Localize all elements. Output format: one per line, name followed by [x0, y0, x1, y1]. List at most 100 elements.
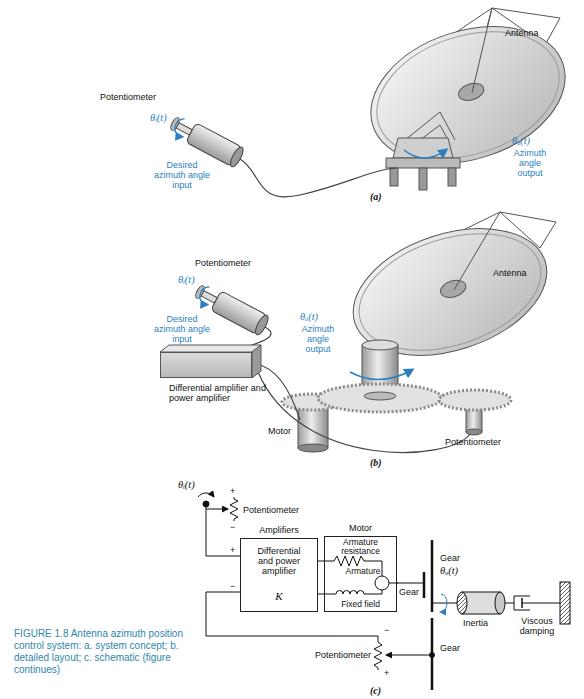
- part-label: Antenna: [505, 28, 539, 38]
- motor-shaft: [397, 583, 424, 584]
- amplifier-block: AmplifiersDifferential and power amplifi…: [240, 538, 318, 612]
- part-label: Potentiometer: [243, 505, 299, 515]
- component-label: Armature: [343, 566, 383, 576]
- inertia-body: [462, 592, 500, 614]
- wiper: [206, 509, 228, 510]
- damper-rod: [505, 603, 514, 604]
- feed-strut: [545, 18, 560, 45]
- motor-base: [298, 444, 328, 452]
- inertia-face: [457, 592, 467, 614]
- mount-top: [362, 340, 398, 350]
- rotation-arrow: [404, 150, 446, 158]
- wall: [560, 582, 570, 624]
- rotation-arrow: [198, 493, 214, 497]
- angle-symbol: θᵢ(t): [178, 274, 195, 285]
- resistor-symbol: [230, 497, 238, 521]
- part-label: Inertia: [463, 618, 488, 628]
- pedestal: [393, 138, 453, 158]
- wiper: [386, 655, 432, 656]
- panel-letter: (b): [370, 458, 382, 468]
- load-shaft: [432, 603, 460, 604]
- block-heading: Motor: [324, 523, 397, 533]
- feed-strut: [454, 212, 500, 290]
- pedestal-leg: [419, 168, 427, 190]
- dish-truss: [405, 112, 455, 140]
- gear: [439, 390, 511, 410]
- signal-label: Azimuth angle output: [296, 324, 340, 354]
- feed-strut: [472, 8, 492, 93]
- polarity-sign: −: [230, 522, 235, 532]
- polarity-sign: −: [384, 625, 389, 635]
- motor-block: [389, 583, 398, 584]
- feed-strut: [500, 212, 556, 222]
- dish-hub: [438, 277, 468, 300]
- angle-symbol: θₒ(t): [300, 311, 318, 322]
- motor-block: [324, 556, 382, 576]
- part-label: Potentiometer: [305, 650, 371, 660]
- dish-hub: [456, 80, 486, 103]
- polarity-sign: +: [230, 545, 235, 555]
- part-label: Gear: [440, 553, 460, 563]
- motor-block: [324, 590, 382, 594]
- signal-label: Azimuth angle output: [508, 148, 552, 178]
- gear-hub: [364, 392, 396, 400]
- part-label: Potentiometer: [195, 258, 251, 268]
- polarity-sign: −: [230, 581, 235, 591]
- pot-cap: [228, 145, 245, 168]
- amplifier-box: [160, 352, 252, 378]
- panel-letter: (c): [370, 686, 381, 696]
- part-label: Gear: [399, 587, 419, 597]
- component-label: Armature resistance: [330, 538, 391, 556]
- gear: [318, 384, 442, 412]
- angle-symbol: θₒ(t): [512, 135, 530, 146]
- angle-symbol: θᵢ(t): [178, 479, 195, 490]
- amplifier-box: Differential amplifier and power amplifi…: [160, 352, 252, 378]
- amplifier-box: [160, 345, 261, 352]
- cables: [232, 327, 470, 453]
- signal-label: Desired azimuth angle input: [150, 314, 214, 344]
- block-heading: Amplifiers: [240, 525, 318, 535]
- damper-rod: [522, 603, 560, 604]
- pot-base: [466, 429, 482, 435]
- part-label: Motor: [268, 426, 291, 436]
- block-text: Differential and power amplifier: [251, 546, 307, 576]
- component-label: Fixed field: [326, 599, 395, 609]
- motor-block: MotorArmature resistanceArmatureFixed fi…: [324, 536, 397, 612]
- cable: [258, 372, 470, 453]
- rotation-arrow: [197, 284, 215, 305]
- pedestal-base: [386, 158, 460, 168]
- wire: [206, 507, 240, 556]
- rotation-arrow: [441, 594, 447, 612]
- polarity-sign: +: [384, 668, 389, 678]
- rotation-arrow: [172, 116, 190, 137]
- amplifier-box: [252, 345, 261, 378]
- part-label: Gear: [440, 643, 460, 653]
- antenna-b: [282, 206, 563, 452]
- panel-letter: (a): [370, 192, 382, 202]
- feed-strut: [540, 222, 556, 248]
- feed-strut: [492, 8, 560, 18]
- polarity-sign: +: [230, 486, 235, 496]
- knob-symbol: [203, 501, 209, 507]
- part-label: Potentiometer: [100, 92, 156, 102]
- component-label: Differential amplifier and power amplifi…: [169, 383, 279, 403]
- pot-cap: [253, 313, 270, 336]
- motor-body: [298, 408, 328, 448]
- signal-label: Desired azimuth angle input: [150, 160, 214, 190]
- dish: [353, 3, 583, 187]
- part-label: Potentiometer: [445, 437, 501, 447]
- part-label: Viscous damping: [512, 616, 562, 636]
- schematic: [198, 493, 570, 690]
- angle-symbol: θᵢ(t): [150, 112, 167, 123]
- angle-symbol: θₒ(t): [440, 565, 458, 576]
- motor-block: [375, 576, 389, 590]
- part-label: Antenna: [493, 268, 527, 278]
- figure-caption: FIGURE 1.8 Antenna azimuth position cont…: [14, 628, 186, 676]
- rotation-arrow: [350, 370, 412, 380]
- gear-symbol: [431, 540, 434, 612]
- dish-rim: [344, 213, 556, 372]
- pedestal-leg: [448, 168, 456, 186]
- dish-rim: [360, 10, 575, 180]
- gain-symbol: K: [241, 591, 317, 601]
